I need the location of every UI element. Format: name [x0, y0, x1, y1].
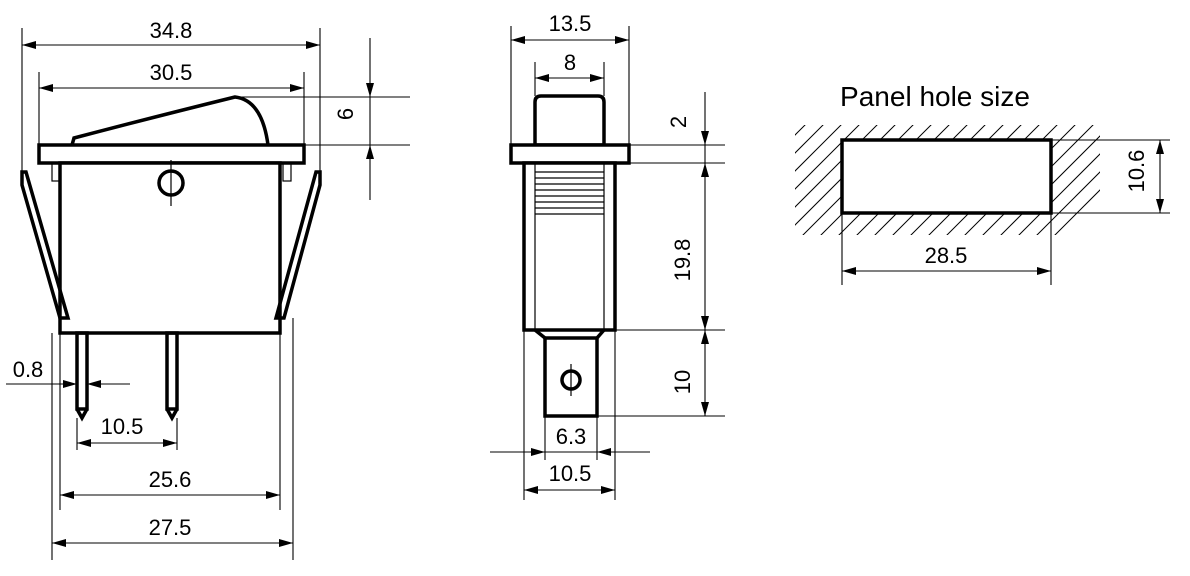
dim-10-5-pins: 10.5	[101, 414, 144, 439]
side-flange	[509, 143, 631, 165]
clip-left	[20, 170, 71, 320]
dim-28-5: 28.5	[925, 243, 968, 268]
side-rocker	[533, 94, 606, 147]
dim-0-8: 0.8	[13, 357, 44, 382]
panel-hole-title: Panel hole size	[840, 81, 1030, 112]
panel-hole-view: Panel hole size	[795, 81, 1170, 285]
panel-cutout	[840, 138, 1053, 215]
pin-left	[75, 331, 89, 411]
front-tab-right	[282, 162, 292, 182]
dim-6: 6	[333, 108, 358, 120]
pin-right	[165, 331, 179, 411]
dim-13-5: 13.5	[549, 11, 592, 36]
dim-10: 10	[670, 370, 695, 394]
side-view: 13.5 8 2 19.8 10 6.3 10.5	[490, 11, 725, 500]
dim-27-5: 27.5	[149, 515, 192, 540]
dim-10-6: 10.6	[1124, 150, 1149, 193]
side-ribs	[535, 171, 604, 215]
front-view: 34.8 30.5 6 0.8 10.5 25.6 27.5	[6, 18, 410, 560]
dim-19-8: 19.8	[670, 239, 695, 282]
dim-30-5: 30.5	[150, 60, 193, 85]
dim-25-6: 25.6	[149, 467, 192, 492]
dim-34-8: 34.8	[150, 18, 193, 43]
front-body	[58, 161, 282, 335]
dim-10-5-body: 10.5	[549, 461, 592, 486]
dim-6-3: 6.3	[556, 424, 587, 449]
dim-2: 2	[666, 116, 691, 128]
side-body	[522, 161, 617, 332]
clip-right	[273, 170, 322, 320]
dim-8: 8	[564, 50, 576, 75]
rocker-actuator	[70, 95, 270, 146]
